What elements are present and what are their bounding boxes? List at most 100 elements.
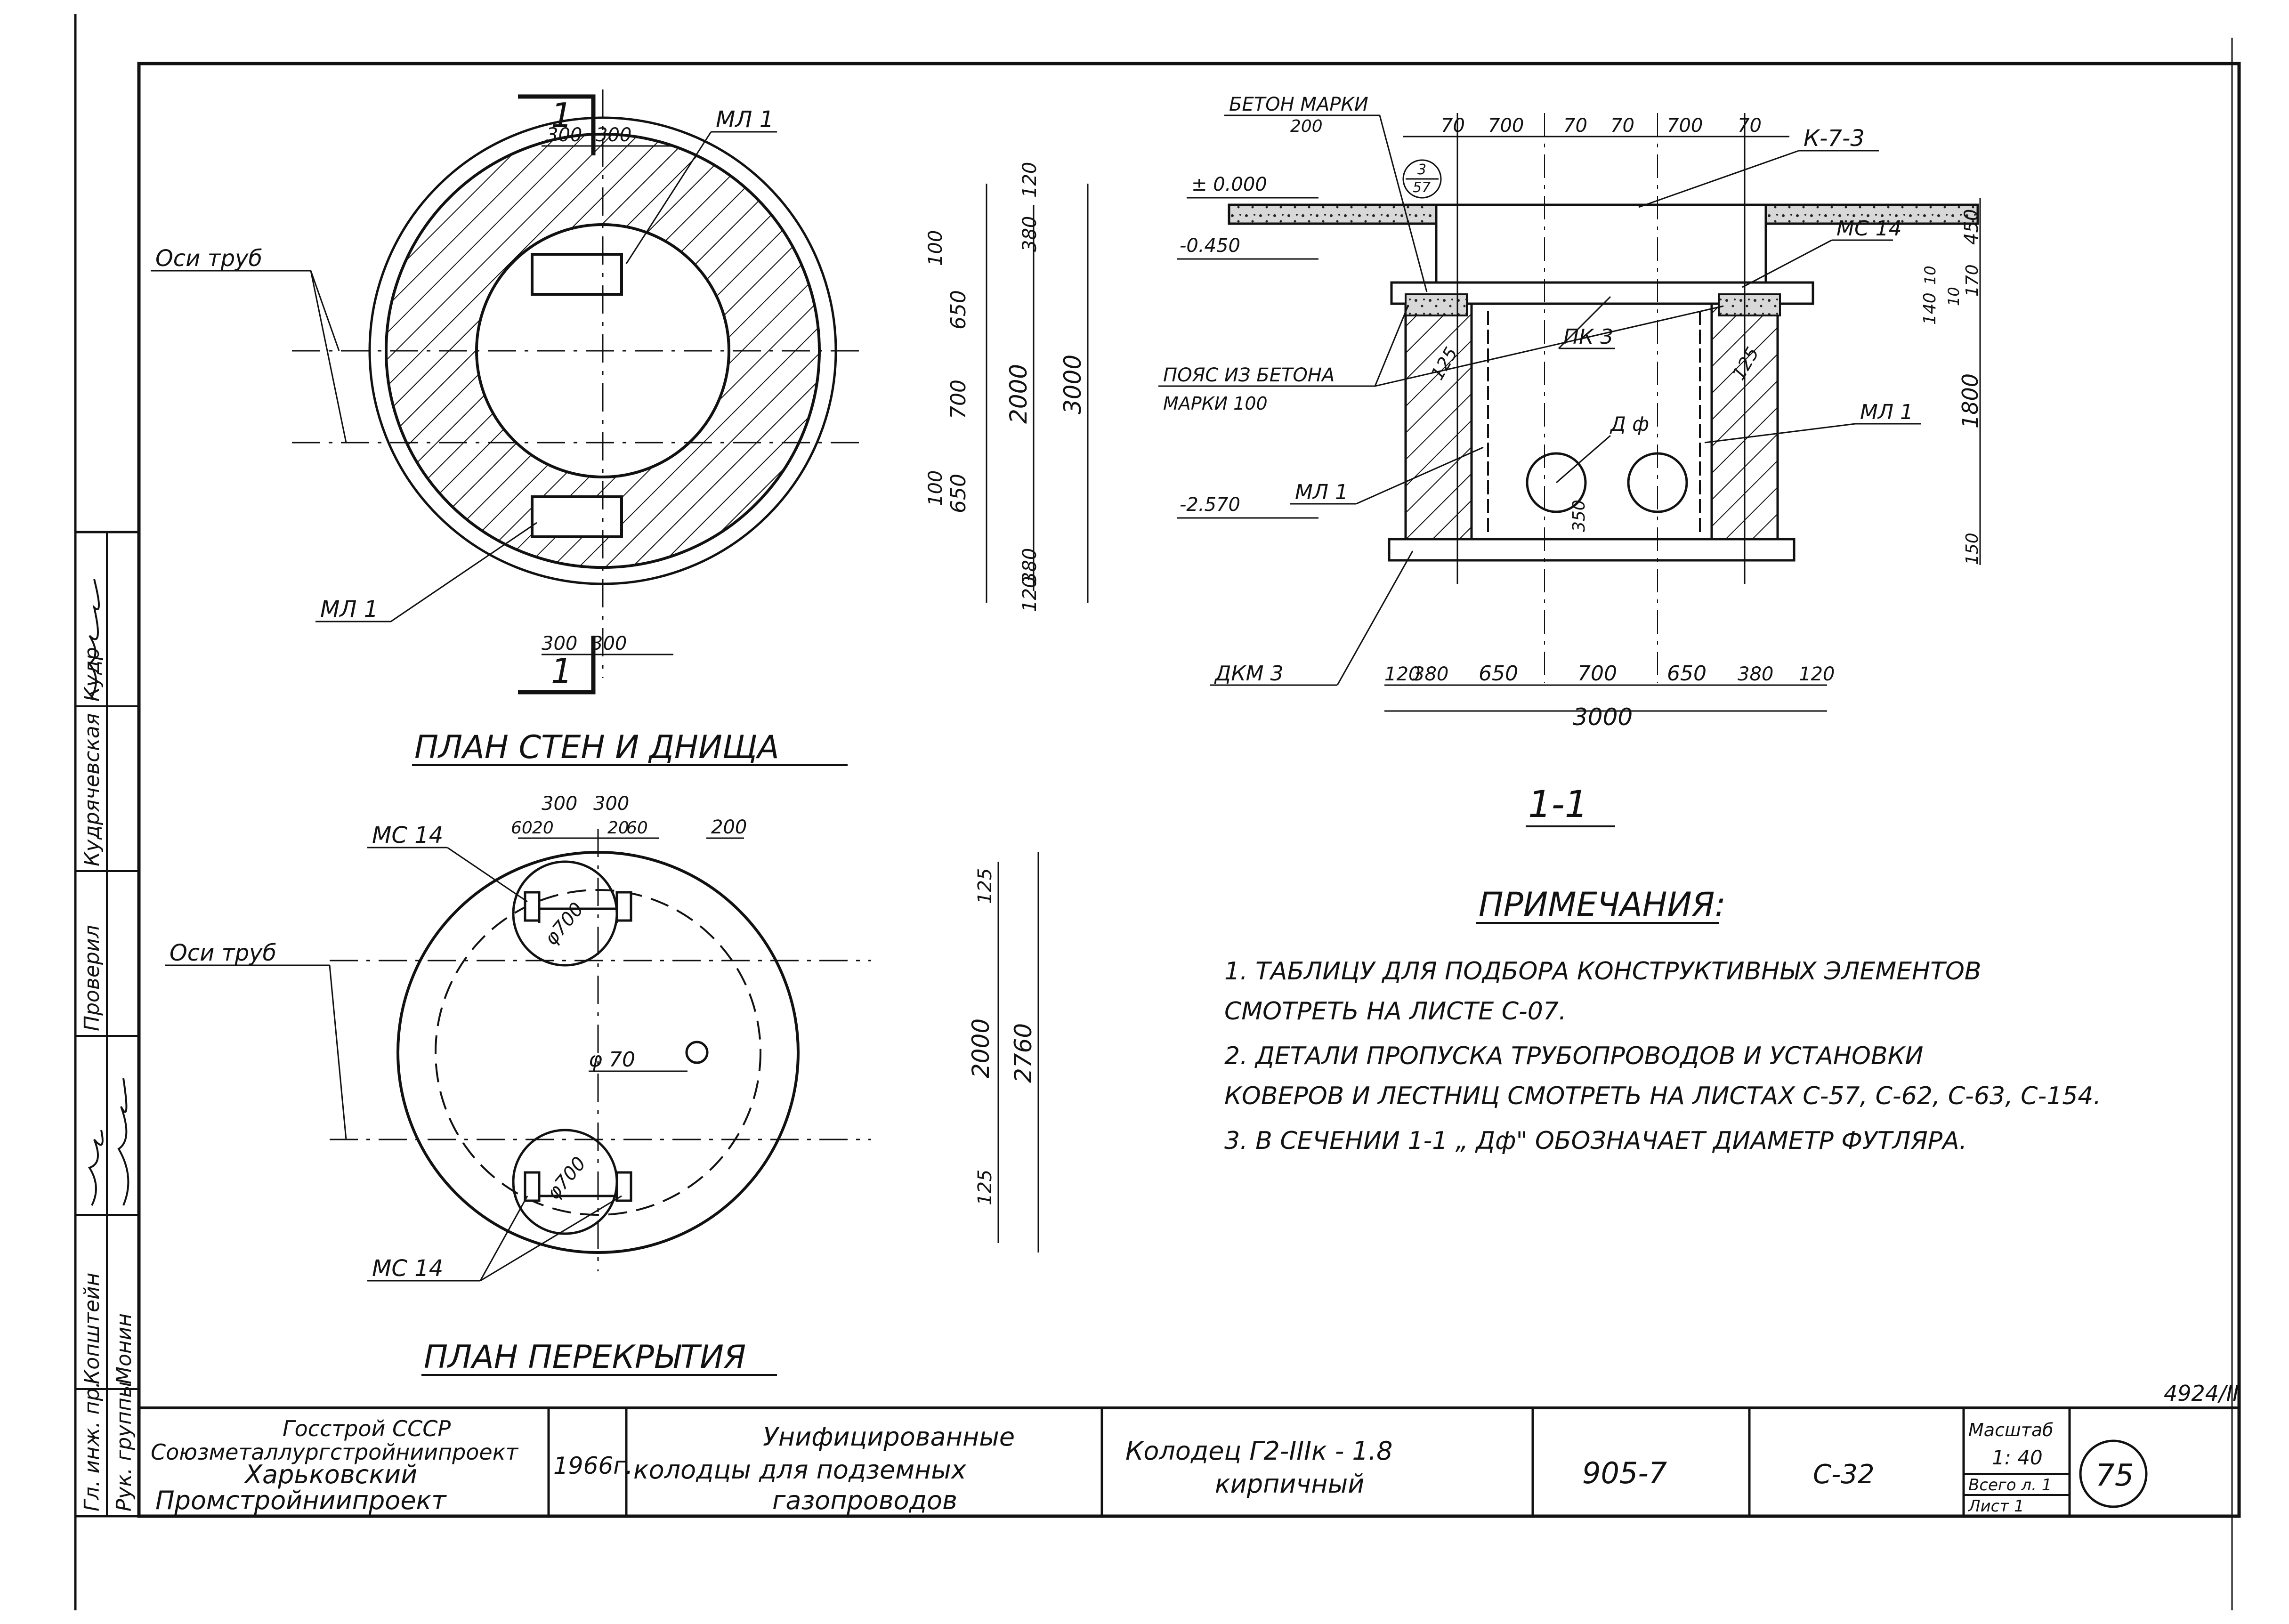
scale-value: 1: 40 xyxy=(1992,1446,2043,1469)
note-line-2: СМОТРЕТЬ НА ЛИСТЕ С-07. xyxy=(1224,997,1566,1026)
ref-circle-top: 3 xyxy=(1417,162,1426,178)
dim-sec-r-0: 450 xyxy=(1961,209,1982,245)
dim-sec-r-6: 150 xyxy=(1963,533,1982,565)
notes-heading: ПРИМЕЧАНИЯ: xyxy=(1479,885,1726,924)
sheet-index: Лист 1 xyxy=(1967,1497,2024,1516)
page-number: 75 xyxy=(2095,1458,2134,1493)
stamp-name-1: Копштейн xyxy=(80,1273,104,1384)
stamp-name-4: Кудрячевская xyxy=(80,713,104,866)
note-line-4: КОВЕРОВ И ЛЕСТНИЦ СМОТРЕТЬ НА ЛИСТАХ С-5… xyxy=(1224,1082,2101,1110)
name-line-2: кирпичный xyxy=(1215,1469,1364,1499)
section-1-1: 70 700 70 70 700 70 120 380 650 700 650 … xyxy=(1158,94,1983,827)
dims-bottom-section: 120 380 650 700 650 380 120 xyxy=(1384,662,1835,686)
label-ml1-bottom: МЛ 1 xyxy=(320,596,378,622)
title-line-2: колодцы для подземных xyxy=(633,1455,967,1485)
dim-cover-5: 60 xyxy=(626,818,648,838)
label-mc14-bottom: МС 14 xyxy=(372,1255,443,1282)
label-pipe-axes-cover: Оси труб xyxy=(170,940,276,966)
dim-350: 350 xyxy=(1569,500,1589,532)
label-belt-1: ПОЯС ИЗ БЕТОНА xyxy=(1163,364,1335,386)
dim-cover-1: 20 xyxy=(532,818,554,838)
label-ml1-right: МЛ 1 xyxy=(1860,400,1913,424)
dim-inner-7: 380 xyxy=(1019,548,1041,584)
dim-sec-top-5: 70 xyxy=(1738,115,1762,137)
hole-small xyxy=(685,1041,709,1064)
dim-sec-r-5: 1800 xyxy=(1957,373,1983,428)
org-line-1: Госстрой СССР xyxy=(283,1416,451,1441)
note-line-1: 1. ТАБЛИЦУ ДЛЯ ПОДБОРА КОНСТРУКТИВНЫХ ЭЛ… xyxy=(1224,957,1981,986)
org-line-3: Харьковский xyxy=(243,1460,417,1489)
dim-3000-section: 3000 xyxy=(1573,703,1633,731)
label-concrete-grade: БЕТОН МАРКИ xyxy=(1229,94,1368,115)
dim-sec-bot-5: 380 xyxy=(1738,663,1773,685)
dim-inner-2: 100 xyxy=(925,230,946,266)
sheet-frame xyxy=(74,14,2241,1610)
dim-sec-r-1: 170 xyxy=(1963,264,1982,297)
label-dkm3: ДКМ 3 xyxy=(1214,662,1284,686)
wall-left xyxy=(1404,302,1473,541)
signature-1 xyxy=(88,1130,104,1206)
belt-left xyxy=(1405,293,1468,316)
dims-top-section: 70 700 70 70 700 70 xyxy=(1441,115,1762,137)
signature-3 xyxy=(88,579,100,697)
dim-2000-walls: 2000 xyxy=(1005,364,1032,424)
dim-inner-1: 380 xyxy=(1019,216,1041,252)
stamp-role-4: Проверил xyxy=(80,925,104,1031)
dim-2000-cover: 2000 xyxy=(967,1018,995,1078)
label-ml1-top: МЛ 1 xyxy=(716,106,774,133)
dims-top-cover: 60 20 300 300 20 60 xyxy=(511,793,648,838)
stamp-name-2: Монин xyxy=(112,1313,136,1384)
ref-circle-bottom: 57 xyxy=(1413,179,1431,196)
dims-right-section: 450 170 10 140 10 1800 150 xyxy=(1920,209,1983,565)
elev-0: ± 0.000 xyxy=(1191,174,1267,195)
dim-125-bottom-cover: 125 xyxy=(974,1170,996,1205)
stamp-name-5: Кудр xyxy=(80,647,104,702)
dim-bot-b: 300 xyxy=(591,633,627,654)
title-line-1: Унифицированные xyxy=(763,1422,1015,1452)
dim-125-top-cover: 125 xyxy=(974,868,996,904)
name-line-1: Колодец Г2-IIIк - 1.8 xyxy=(1125,1436,1392,1466)
label-pipe-axes-walls: Оси труб xyxy=(155,245,262,272)
mc14-bottom-right xyxy=(615,1171,632,1202)
title-block: 4924/II Госстрой СССР Союзметаллургстрой… xyxy=(139,1381,2239,1516)
bottom-slab-dkm3 xyxy=(1388,538,1796,562)
plan-cover-title: ПЛАН ПЕРЕКРЫТИЯ xyxy=(424,1339,746,1376)
elev-2: -2.570 xyxy=(1180,494,1240,516)
ladder-bracket-top xyxy=(531,253,623,296)
sheet-code: С-32 xyxy=(1813,1459,1875,1490)
label-ml1-left: МЛ 1 xyxy=(1295,480,1348,504)
dim-inner-5: 650 xyxy=(946,474,971,513)
dim-inner-6: 100 xyxy=(925,470,946,506)
dim-sec-top-3: 70 xyxy=(1610,115,1634,137)
dim-top-b: 300 xyxy=(596,124,631,146)
plan-walls-title: ПЛАН СТЕН И ДНИЩА xyxy=(414,729,779,766)
total-sheets: Всего л. 1 xyxy=(1968,1476,2052,1495)
dim-inner-4: 700 xyxy=(946,380,971,419)
dim-cover-3: 300 xyxy=(593,793,629,815)
note-line-5: 3. В СЕЧЕНИИ 1-1 „ Дф" ОБОЗНАЧАЕТ ДИАМЕТ… xyxy=(1224,1127,1967,1155)
stamp-role-2: Рук. группы xyxy=(112,1382,136,1511)
dim-cover-0: 60 xyxy=(511,818,533,838)
dim-sec-top-4: 700 xyxy=(1667,115,1703,137)
cover-neck xyxy=(1435,203,1767,284)
dim-sec-top-2: 70 xyxy=(1563,115,1587,137)
dim-sec-bot-1: 380 xyxy=(1413,663,1448,685)
scale-label: Масштаб xyxy=(1968,1420,2054,1440)
section-mark-bottom: 1 xyxy=(551,651,573,691)
pipe-sleeve-left xyxy=(1526,452,1587,513)
label-concrete-value: 200 xyxy=(1290,117,1323,136)
label-df: Д ф xyxy=(1610,412,1649,436)
dim-sec-bot-4: 650 xyxy=(1667,662,1707,686)
series-number: 905-7 xyxy=(1582,1456,1667,1490)
mc14-top-right xyxy=(615,891,632,922)
dim-sec-bot-6: 120 xyxy=(1799,663,1835,685)
dim-inner-8: 120 xyxy=(1019,576,1041,612)
ref-circle xyxy=(1402,159,1442,199)
belt-right xyxy=(1718,293,1781,316)
section-mark-top: 1 xyxy=(551,96,573,135)
sheet-number: 4924/II xyxy=(2164,1381,2239,1406)
section-title: 1-1 xyxy=(1528,784,1588,826)
org-line-4: Промстройниипроект xyxy=(155,1486,447,1515)
dim-sec-r-4: 10 xyxy=(1945,287,1963,306)
